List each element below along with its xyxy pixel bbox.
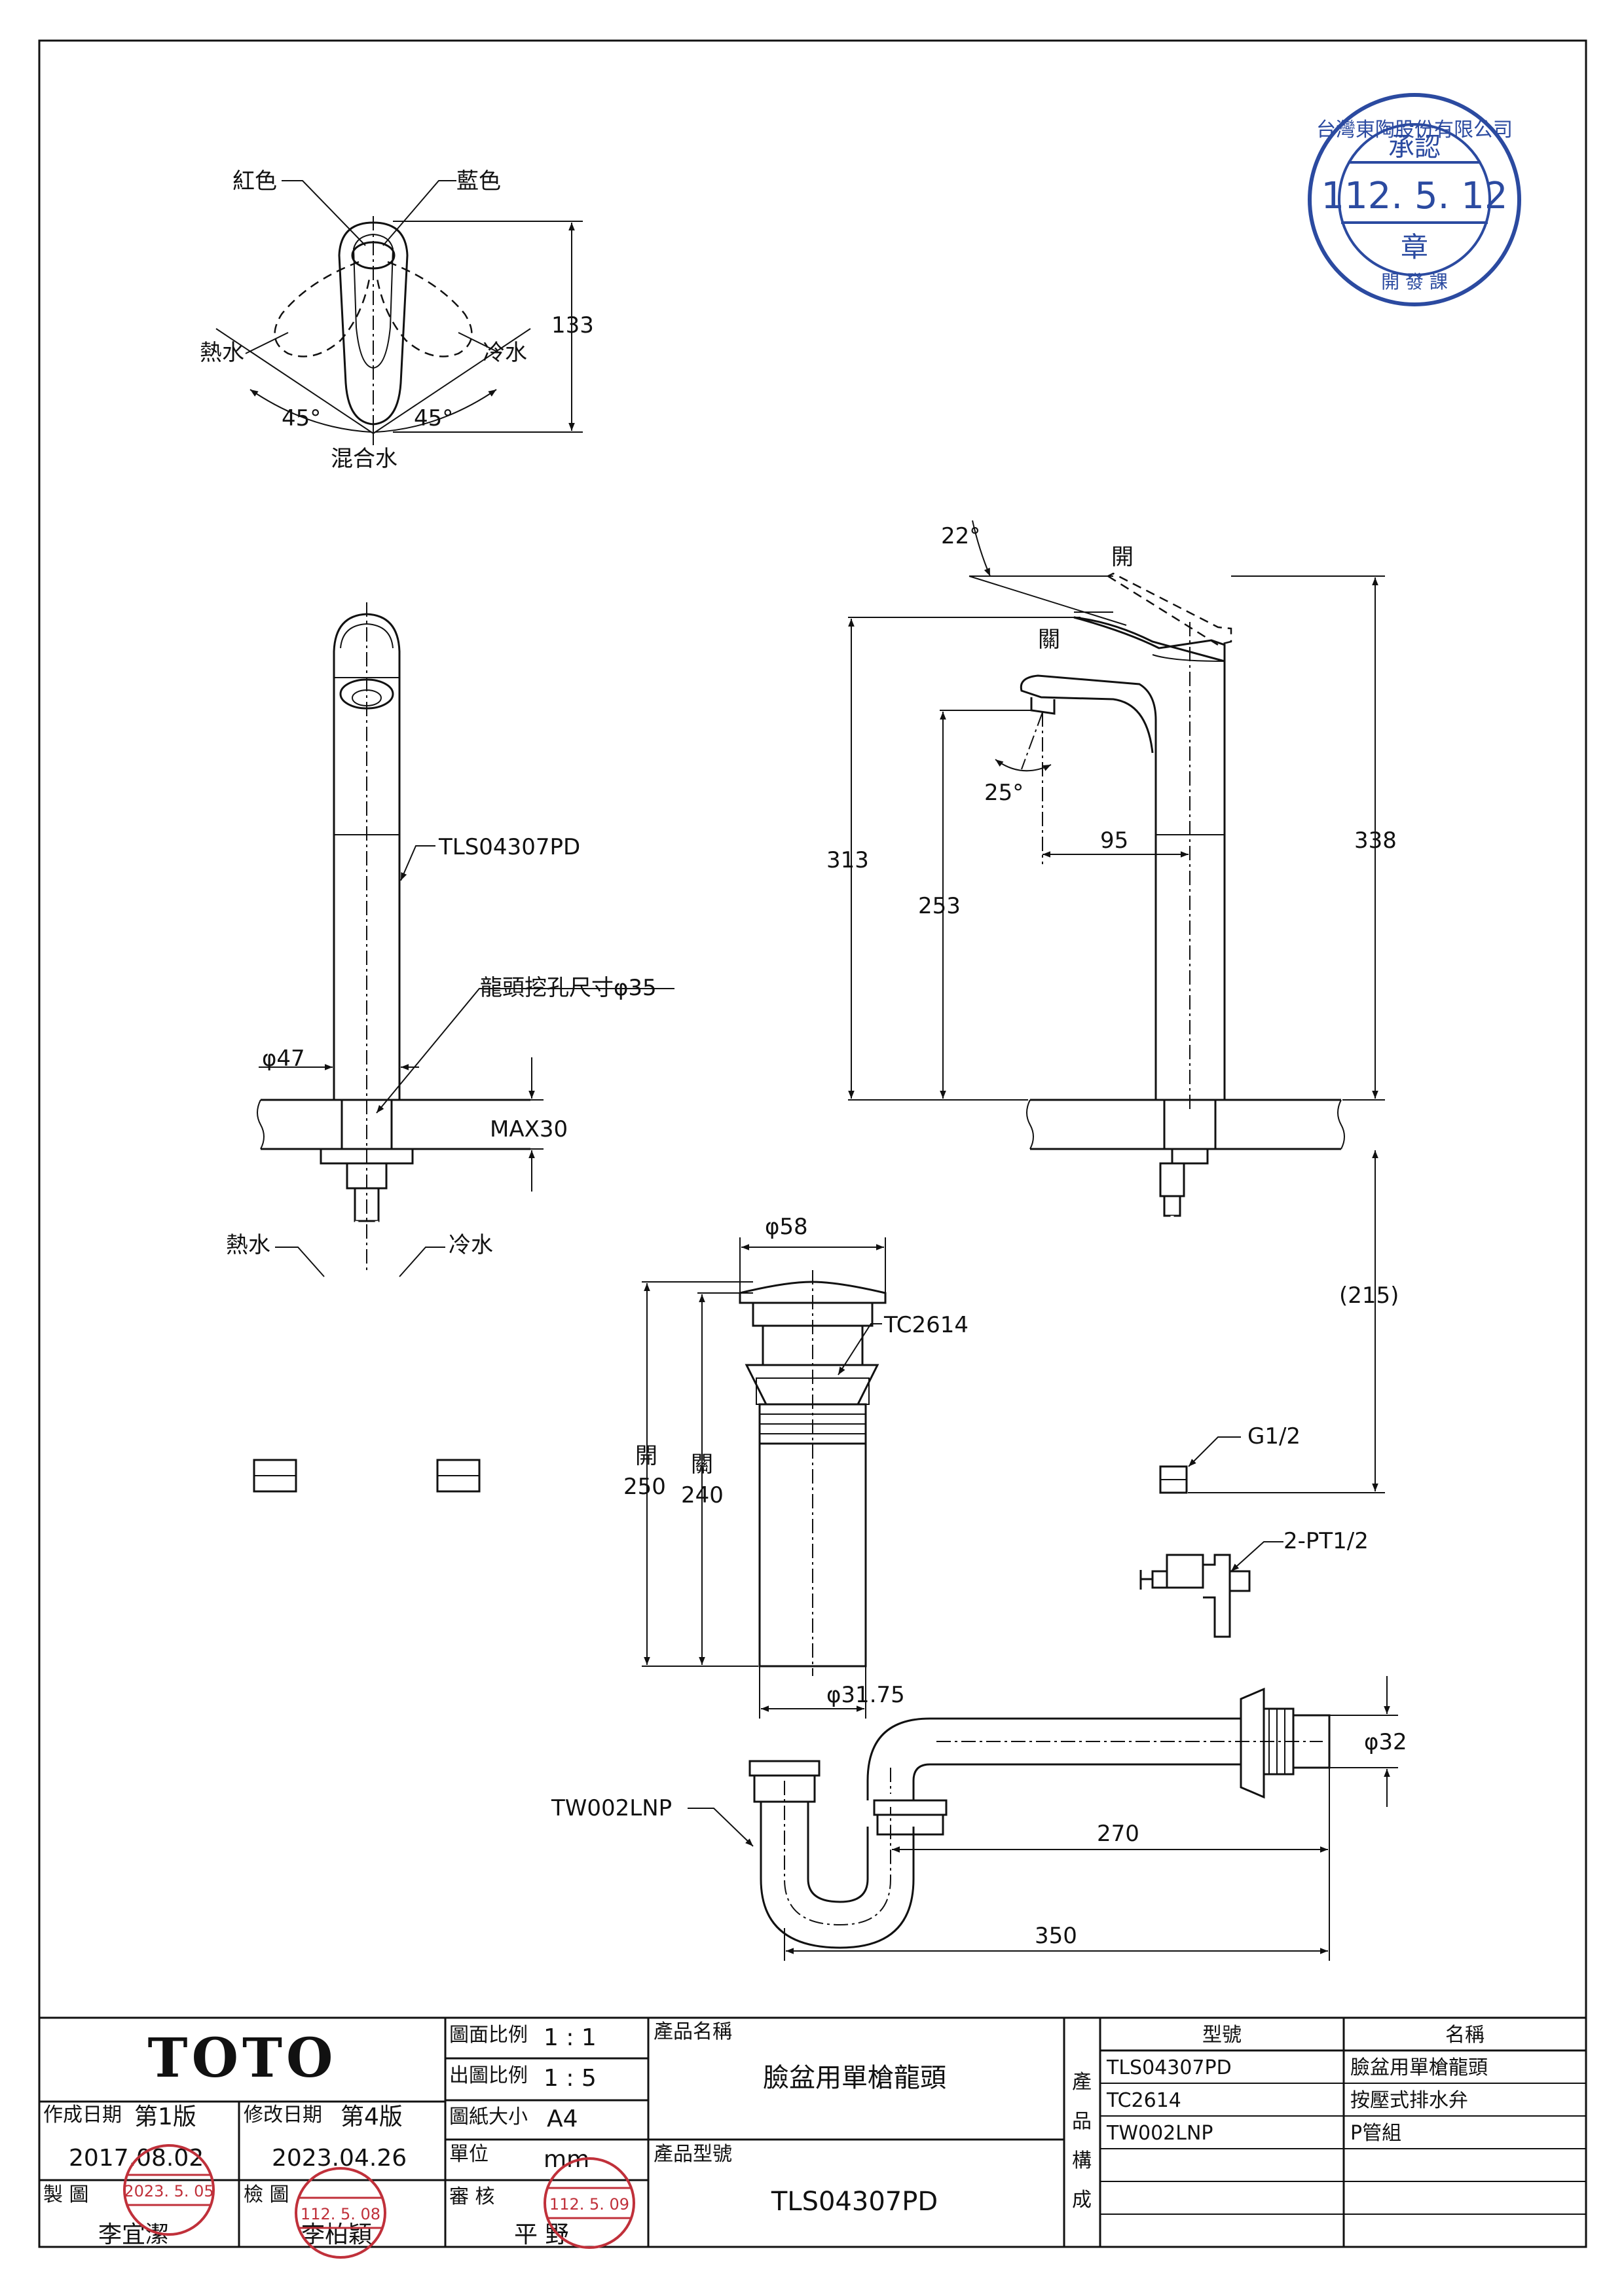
front-cold-water-label: 冷水	[449, 1232, 493, 1258]
reviewer-stamp	[544, 2157, 635, 2249]
drawer-stamp-date: 2023. 5. 05	[124, 2182, 213, 2200]
product-name-label: 產品名稱	[654, 2020, 732, 2043]
ptrap-dia32-label: φ32	[1364, 1729, 1407, 1755]
stamp-approve-text: 承認	[1388, 132, 1441, 162]
ptrap-model-label: TW002LNP	[551, 1795, 672, 1821]
drawer-stamp	[123, 2144, 215, 2236]
angle-valve	[1139, 1541, 1283, 1638]
stamp-date-text: 112. 5. 12	[1321, 175, 1508, 217]
checker-stamp-date: 112. 5. 08	[301, 2205, 380, 2223]
composition-char-4: 成	[1072, 2189, 1092, 2212]
unit-label: 單位	[449, 2143, 489, 2166]
component-name-1: 臉盆用單槍龍頭	[1350, 2056, 1488, 2079]
print-scale-label: 出圖比例	[449, 2064, 528, 2087]
scale-label: 圖面比例	[449, 2024, 528, 2047]
component-model-2: TC2614	[1106, 2089, 1181, 2112]
stamp-seal-text: 章	[1401, 231, 1428, 263]
scale-value: 1 : 1	[544, 2024, 597, 2051]
drain-dim240-label: 240	[681, 1482, 724, 1508]
side-view-faucet	[848, 520, 1385, 1494]
dim-253-label: 253	[918, 893, 961, 919]
title-block-grid	[39, 2016, 1586, 2247]
drain-dia-pipe-label: φ31.75	[826, 1682, 905, 1708]
diameter-47-label: φ47	[262, 1046, 305, 1072]
thread-g12-label: G1/2	[1247, 1423, 1301, 1449]
model-column-header: 型號	[1202, 2024, 1242, 2047]
ptrap-dim350-label: 350	[1035, 1923, 1077, 1949]
product-model-label: 產品型號	[654, 2143, 732, 2166]
angle-right-label: 45°	[414, 405, 453, 431]
front-view-faucet	[253, 602, 674, 1493]
review-label: 審 核	[449, 2185, 495, 2208]
handle-close-label: 關	[1038, 627, 1060, 653]
component-name-3: P管組	[1350, 2122, 1401, 2145]
angle-left-label: 45°	[282, 405, 321, 431]
first-edition-label: 第1版	[134, 2104, 196, 2130]
max30-label: MAX30	[490, 1116, 568, 1142]
angle-22-label: 22°	[941, 523, 980, 549]
ptrap-view	[688, 1676, 1398, 1961]
checked-by-label: 檢 圖	[244, 2183, 289, 2206]
composition-char-1: 產	[1072, 2071, 1092, 2094]
angle-25-label: 25°	[984, 780, 1024, 806]
name-column-header: 名稱	[1445, 2024, 1485, 2047]
drain-dia58-label: φ58	[765, 1214, 808, 1240]
blue-color-label: 藍色	[456, 168, 501, 194]
drawn-by-label: 製 圖	[43, 2183, 89, 2206]
drain-dim250-label: 250	[623, 1474, 666, 1500]
drain-close-label: 關	[691, 1451, 713, 1478]
component-model-3: TW002LNP	[1106, 2122, 1213, 2145]
drain-model-label: TC2614	[883, 1312, 969, 1338]
drawing-border	[38, 39, 1587, 2248]
drain-open-label: 開	[635, 1443, 657, 1469]
height-133-label: 133	[551, 312, 594, 338]
dim-338-label: 338	[1354, 828, 1397, 854]
created-date-label: 作成日期	[43, 2104, 122, 2126]
stamp-dept-text: 開 發 課	[1381, 271, 1448, 293]
mixed-water-label: 混合水	[331, 446, 397, 472]
product-name-value: 臉盆用單槍龍頭	[763, 2063, 946, 2093]
product-model-value: TLS04307PD	[771, 2187, 938, 2217]
drawn-by-name: 李宜潔	[98, 2221, 169, 2248]
composition-char-3: 構	[1072, 2149, 1092, 2172]
paper-size-label: 圖紙大小	[449, 2105, 528, 2128]
modified-date-label: 修改日期	[244, 2104, 322, 2126]
component-model-1: TLS04307PD	[1106, 2056, 1232, 2079]
reviewer-stamp-date: 112. 5. 09	[549, 2195, 629, 2214]
dim-95-label: 95	[1100, 828, 1128, 854]
checker-stamp	[295, 2167, 386, 2259]
red-color-label: 紅色	[232, 168, 277, 194]
stamp-company-text: 台灣東陶股份有限公司	[1316, 118, 1513, 141]
ptrap-dim270-label: 270	[1097, 1821, 1139, 1847]
toto-logo: TOTO	[148, 2027, 337, 2090]
hot-water-label: 熱水	[200, 340, 244, 366]
checked-by-name: 李柏穎	[301, 2221, 372, 2248]
valve-pt12-label: 2-PT1/2	[1283, 1528, 1369, 1554]
component-name-2: 按壓式排水弁	[1350, 2089, 1468, 2112]
dim-215-label: (215)	[1339, 1283, 1399, 1309]
top-view-handle	[215, 180, 583, 445]
fourth-edition-label: 第4版	[341, 2104, 403, 2130]
composition-char-2: 品	[1072, 2110, 1092, 2133]
approval-stamp	[1308, 93, 1521, 306]
reviewer-name: 平 野	[514, 2221, 568, 2248]
front-hot-water-label: 熱水	[226, 1232, 270, 1258]
dim-313-label: 313	[826, 847, 869, 873]
drain-view	[642, 1237, 887, 1719]
paper-size-value: A4	[547, 2105, 578, 2132]
faucet-model-label: TLS04307PD	[438, 834, 580, 860]
mounting-hole-label: 龍頭挖孔尺寸φ35	[480, 975, 657, 1001]
cold-water-label: 冷水	[483, 340, 527, 366]
handle-open-label: 開	[1111, 544, 1134, 570]
print-scale-value: 1 : 5	[544, 2065, 597, 2092]
